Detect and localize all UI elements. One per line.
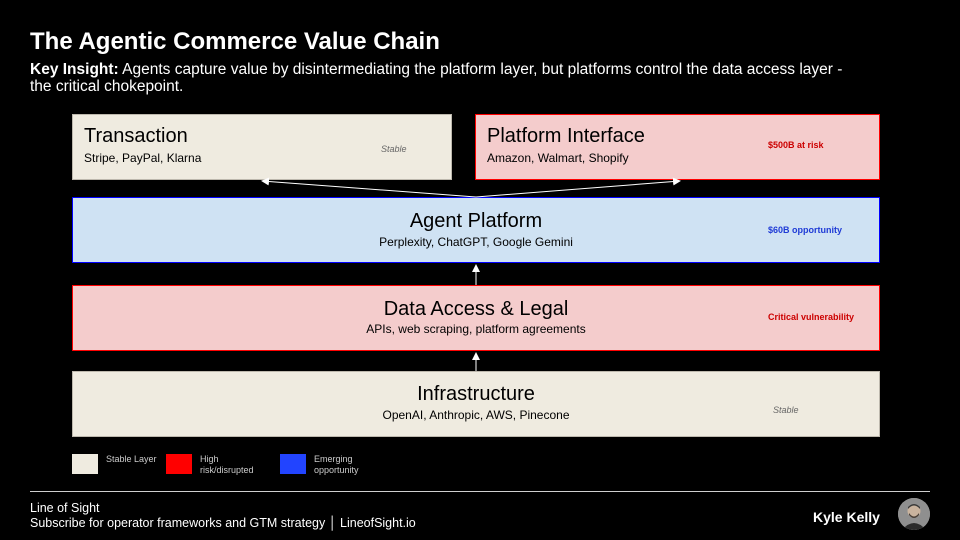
layer-transaction-note: Stable: [381, 144, 407, 154]
footer-brand: Line of Sight: [30, 501, 100, 515]
legend-stable-swatch: [72, 454, 98, 474]
key-insight-text: Agents capture value by disintermediatin…: [30, 61, 843, 95]
person-icon: [898, 498, 930, 530]
layer-data-access-examples: APIs, web scraping, platform agreements: [366, 322, 586, 336]
layer-infrastructure-note: Stable: [773, 405, 799, 415]
layer-data-access-name: Data Access & Legal: [383, 298, 569, 320]
footer-divider: [30, 491, 930, 492]
layer-data-access: Data Access & Legal APIs, web scraping, …: [72, 285, 880, 351]
layer-platform-interface-examples: Amazon, Walmart, Shopify: [487, 151, 629, 165]
legend-high-risk-label: High risk/disrupted: [200, 454, 254, 475]
legend-emerging-swatch: [280, 454, 306, 474]
avatar: [898, 498, 930, 530]
author-name: Kyle Kelly: [813, 509, 880, 525]
layer-data-access-note: Critical vulnerability: [768, 312, 855, 322]
layer-platform-interface-name: Platform Interface: [487, 125, 645, 147]
legend-high-risk-swatch: [166, 454, 192, 474]
layer-transaction-examples: Stripe, PayPal, Klarna: [84, 151, 202, 165]
layer-agent-platform-note: $60B opportunity: [768, 225, 843, 235]
layer-transaction: Transaction Stripe, PayPal, Klarna Stabl…: [72, 114, 452, 180]
layer-agent-platform-examples: Perplexity, ChatGPT, Google Gemini: [379, 235, 573, 249]
layer-agent-platform-name: Agent Platform: [409, 210, 543, 232]
layer-transaction-name: Transaction: [84, 125, 188, 147]
key-insight: Key Insight: Agents capture value by dis…: [30, 61, 860, 95]
legend-stable-label: Stable Layer: [106, 454, 157, 464]
layer-platform-interface: Platform Interface Amazon, Walmart, Shop…: [475, 114, 880, 180]
layer-platform-interface-note: $500B at risk: [768, 140, 824, 150]
layer-infrastructure-name: Infrastructure: [417, 383, 535, 405]
legend-emerging-label: Emerging opportunity: [314, 454, 359, 475]
arrow-agent-to-transaction: [261, 177, 477, 198]
layer-agent-platform: Agent Platform Perplexity, ChatGPT, Goog…: [72, 197, 880, 263]
key-insight-label: Key Insight:: [30, 61, 119, 78]
page-title: The Agentic Commerce Value Chain: [30, 28, 440, 55]
footer-tagline: Subscribe for operator frameworks and GT…: [30, 516, 416, 530]
layer-infrastructure-examples: OpenAI, Anthropic, AWS, Pinecone: [382, 408, 570, 422]
arrow-agent-to-platform: [475, 177, 681, 198]
layer-infrastructure: Infrastructure OpenAI, Anthropic, AWS, P…: [72, 371, 880, 437]
